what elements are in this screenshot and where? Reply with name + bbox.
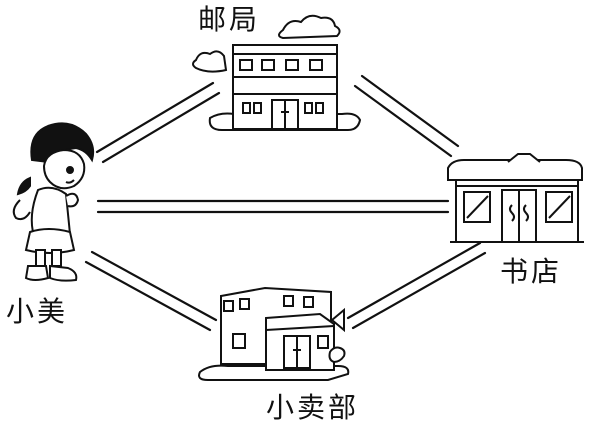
bookstore-building (447, 153, 584, 243)
post-office-label: 邮局 (198, 3, 261, 36)
road-girl-shop (84, 250, 218, 332)
shop-building (198, 286, 350, 381)
road-girl-bookstore (96, 199, 450, 214)
road-girl-post (95, 81, 221, 164)
girl-character (12, 122, 95, 282)
bookstore-label: 书店 (500, 255, 563, 288)
shop-label: 小卖部 (266, 391, 360, 424)
road-shop-bookstore (346, 241, 487, 330)
post-office-building (192, 14, 362, 131)
girl-label: 小美 (6, 295, 69, 328)
road-post-bookstore (353, 74, 460, 158)
